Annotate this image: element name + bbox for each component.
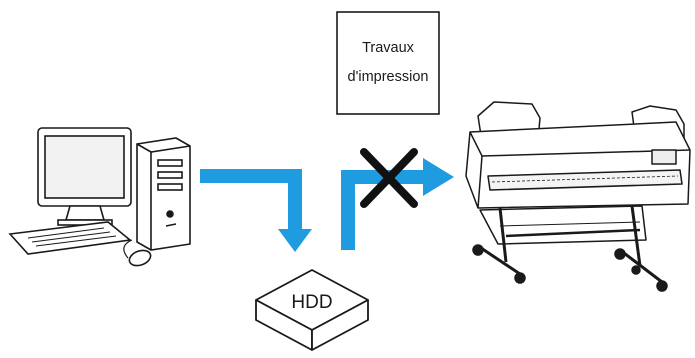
arrow-to-hdd: [200, 169, 312, 252]
cross-icon: [360, 148, 418, 208]
job-box-line2: d'impression: [348, 69, 429, 85]
printer-icon: [465, 101, 691, 292]
hdd-icon: HDD: [255, 269, 369, 351]
print-jobs-box: Travaux d'impression: [336, 11, 440, 115]
computer-icon: [8, 127, 191, 267]
job-box-line1: Travaux: [362, 40, 415, 56]
hdd-label: HDD: [291, 292, 332, 313]
